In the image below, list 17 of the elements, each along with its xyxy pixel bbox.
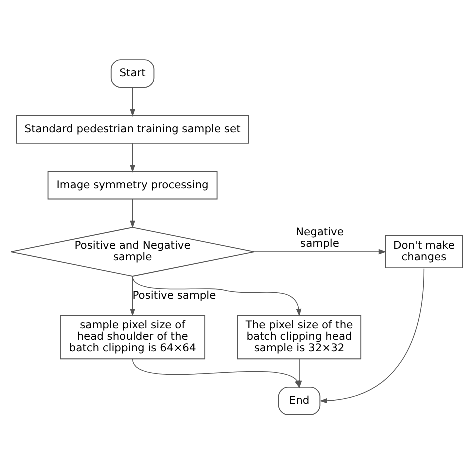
arrow xyxy=(132,276,302,316)
node-box: Don't make changes xyxy=(385,235,464,268)
node-box: sample pixel size of head shoulder of the batch clipping is 64×64 xyxy=(60,314,206,360)
node-box: Start xyxy=(110,59,155,88)
node-diamond: Positive and Negative sample xyxy=(10,226,255,276)
edge-label: Negative sample xyxy=(296,224,344,250)
node-box: The pixel size of the batch clipping head sample is 32×32 xyxy=(238,314,362,360)
arrow xyxy=(320,268,425,404)
arrow xyxy=(254,248,387,254)
arrow xyxy=(130,198,136,228)
arrow xyxy=(130,142,136,172)
node-box: End xyxy=(278,386,321,415)
node-box: Image symmetry processing xyxy=(48,170,218,200)
arrow xyxy=(130,86,136,117)
edge-label: Positive sample xyxy=(132,288,216,302)
arrow xyxy=(296,358,302,388)
node-box: Standard pedestrian training sample set xyxy=(16,114,250,144)
